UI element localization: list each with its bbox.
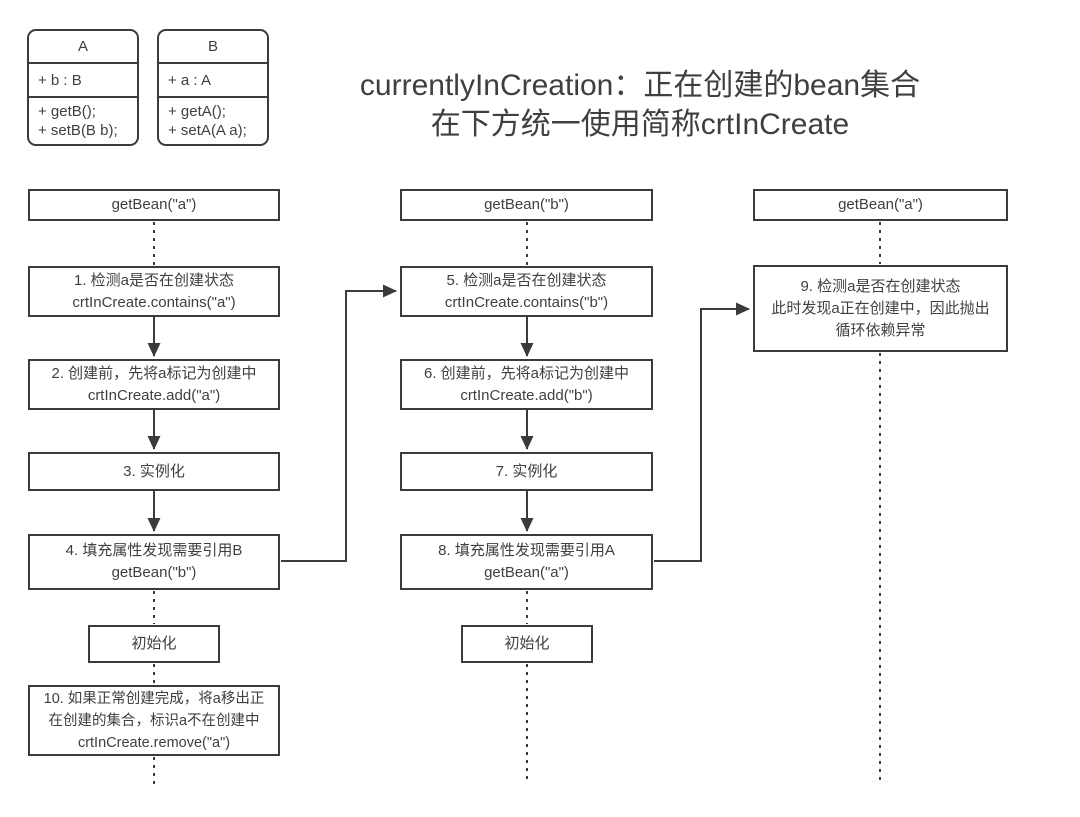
- flow-box-init-1: 初始化: [88, 625, 220, 663]
- uml-class-a-attribute: + b : B: [29, 64, 137, 98]
- diagram-title: currentlyInCreation：正在创建的bean集合 在下方统一使用简…: [310, 66, 970, 144]
- flow-box-init-2: 初始化: [461, 625, 593, 663]
- connector-step4-to-step5: [281, 284, 397, 562]
- flow-box-get-bean-a: getBean("a"): [28, 189, 280, 221]
- diagram-title-line1: currentlyInCreation：正在创建的bean集合: [359, 69, 921, 102]
- flow-box-step-9: 9. 检测a是否在创建状态 此时发现a正在创建中，因此抛出 循环依赖异常: [753, 265, 1008, 352]
- flow-box-step-4: 4. 填充属性发现需要引用B getBean("b"): [28, 534, 280, 590]
- flow-box-step-5: 5. 检测a是否在创建状态 crtInCreate.contains("b"): [400, 266, 653, 317]
- uml-class-a-methods: + getB(); + setB(B b);: [38, 103, 118, 139]
- uml-class-a: A + b : B + getB(); + setB(B b);: [27, 29, 139, 146]
- connector-step8-to-step9: [654, 302, 750, 562]
- flow-box-step-1: 1. 检测a是否在创建状态 crtInCreate.contains("a"): [28, 266, 280, 317]
- uml-class-b-attribute: + a : A: [159, 64, 267, 98]
- uml-class-b-name: B: [159, 31, 267, 64]
- uml-class-b-methods: + getA(); + setA(A a);: [168, 103, 247, 139]
- flow-box-step-7: 7. 实例化: [400, 452, 653, 491]
- diagram-title-line2: 在下方统一使用简称crtInCreate: [430, 108, 850, 141]
- flow-box-step-10: 10. 如果正常创建完成，将a移出正 在创建的集合，标识a不在创建中 crtIn…: [28, 685, 280, 756]
- flow-box-step-3: 3. 实例化: [28, 452, 280, 491]
- flow-box-step-2: 2. 创建前，先将a标记为创建中 crtInCreate.add("a"): [28, 359, 280, 410]
- uml-class-b: B + a : A + getA(); + setA(A a);: [157, 29, 269, 146]
- flow-box-step-6: 6. 创建前，先将a标记为创建中 crtInCreate.add("b"): [400, 359, 653, 410]
- uml-class-a-name: A: [29, 31, 137, 64]
- flow-box-get-bean-b: getBean("b"): [400, 189, 653, 221]
- flow-box-get-bean-a2: getBean("a"): [753, 189, 1008, 221]
- flow-box-step-8: 8. 填充属性发现需要引用A getBean("a"): [400, 534, 653, 590]
